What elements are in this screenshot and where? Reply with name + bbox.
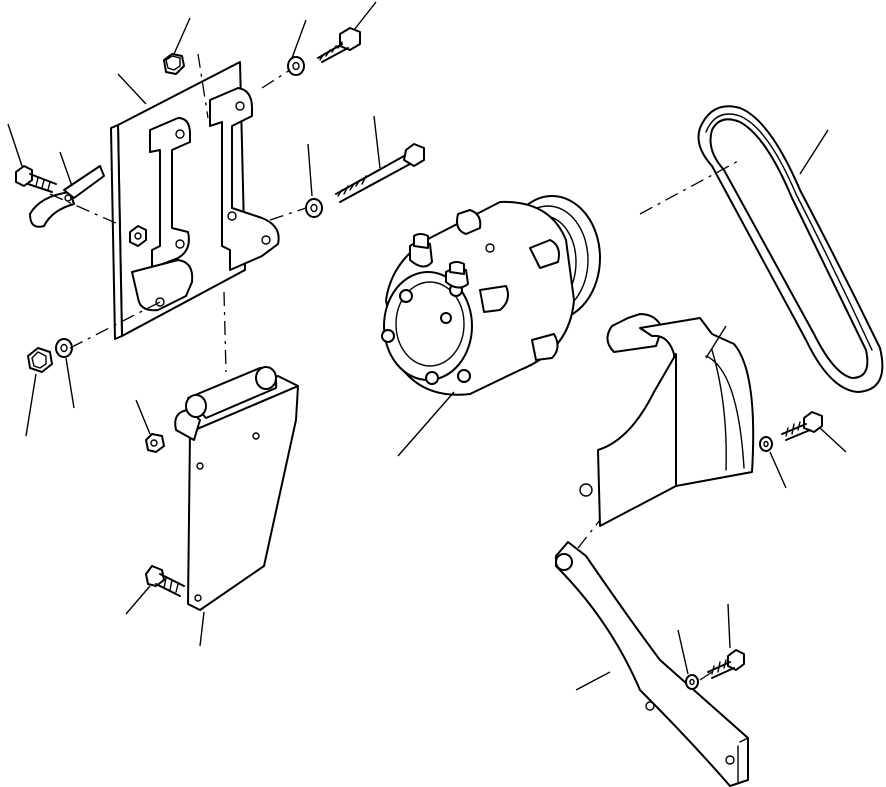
drive-belt [697,105,884,393]
nut-icon [163,53,185,75]
bolt-icon [145,565,185,597]
bolt-icon [707,649,745,679]
washer-icon [759,436,773,452]
hose-clip [29,165,105,228]
mounting-plate [110,61,280,340]
bolt-icon [781,411,823,441]
washer-icon [55,338,73,358]
washer-icon [287,56,305,76]
center-lines [49,53,741,681]
nut-icon [145,433,165,453]
belt-guard-bracket [579,313,755,527]
washer-icon [685,674,699,690]
compressor [381,195,601,396]
bolt-icon [15,165,57,193]
bolt-icon [317,27,361,63]
washer-icon [305,198,323,218]
support-arm [555,541,749,787]
lower-bracket [174,366,299,611]
leader-lines [7,1,847,691]
nut-icon [27,347,53,373]
bolt-icon [335,143,425,203]
